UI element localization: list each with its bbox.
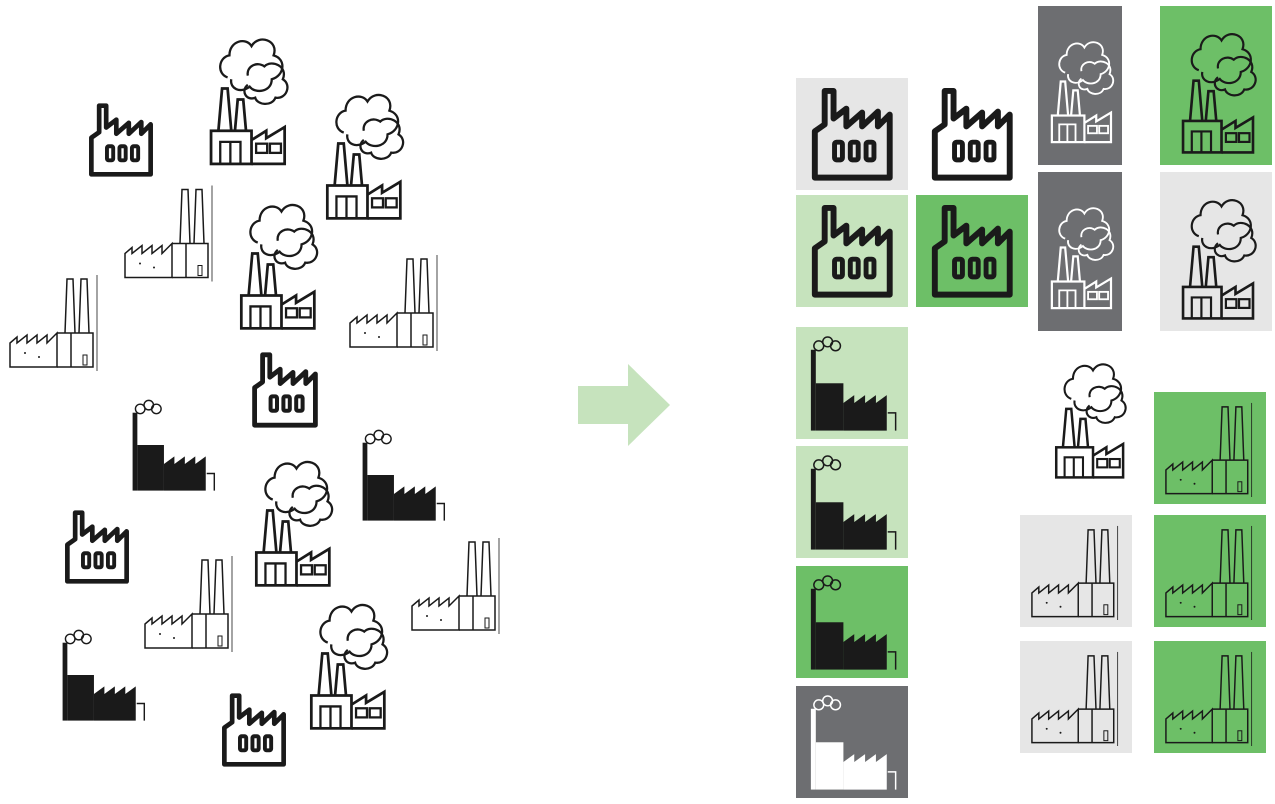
factory-tile xyxy=(796,327,908,439)
smoking-factory-icon xyxy=(1043,16,1117,156)
tall-chimney-factory-icon xyxy=(120,178,220,285)
smoking-factory-icon xyxy=(200,20,292,168)
tall-chimney-factory-icon xyxy=(140,548,240,656)
smoking-factory-icon xyxy=(1044,347,1132,481)
silhouette-factory-icon xyxy=(125,395,220,495)
factory-tile xyxy=(1038,338,1138,490)
smoking-factory-icon xyxy=(1167,182,1266,322)
tall-chimney-factory-icon xyxy=(1027,648,1126,747)
tall-chimney-factory-icon xyxy=(5,265,105,377)
sawtooth-factory-icon xyxy=(58,497,136,597)
factory-tile xyxy=(796,686,908,798)
factory-tile xyxy=(1154,515,1266,627)
silhouette-factory-icon xyxy=(803,693,902,792)
factory-tile xyxy=(1160,6,1272,165)
factory-tile xyxy=(1154,641,1266,753)
factory-tile xyxy=(796,446,908,558)
smoking-factory-icon xyxy=(1043,182,1117,322)
factory-tile xyxy=(916,195,1028,307)
smoking-factory-icon xyxy=(230,186,322,332)
sawtooth-factory-icon xyxy=(82,90,160,190)
sawtooth-factory-icon xyxy=(803,202,902,301)
silhouette-factory-icon xyxy=(803,453,902,552)
sawtooth-factory-icon xyxy=(923,202,1022,301)
factory-tile xyxy=(796,78,908,190)
tall-chimney-factory-icon xyxy=(1161,522,1260,621)
factory-tile xyxy=(1020,641,1132,753)
sawtooth-factory-icon xyxy=(215,680,293,780)
smoking-factory-icon xyxy=(300,586,392,732)
tall-chimney-factory-icon xyxy=(407,530,507,638)
smoking-factory-icon xyxy=(245,443,337,589)
factory-tile xyxy=(796,195,908,307)
silhouette-factory-icon xyxy=(803,334,902,433)
factory-tile xyxy=(1020,515,1132,627)
factory-tile xyxy=(916,78,1028,190)
tall-chimney-factory-icon xyxy=(1161,648,1260,747)
sawtooth-factory-icon xyxy=(245,340,325,440)
factory-tile xyxy=(796,566,908,678)
right-arrow-icon xyxy=(578,364,670,446)
sawtooth-factory-icon xyxy=(803,85,902,184)
silhouette-factory-icon xyxy=(355,425,450,525)
factory-tile xyxy=(1160,172,1272,331)
factory-tile xyxy=(1038,6,1122,165)
smoking-factory-icon xyxy=(1167,16,1266,156)
silhouette-factory-icon xyxy=(55,625,150,725)
sawtooth-factory-icon xyxy=(923,85,1022,184)
silhouette-factory-icon xyxy=(803,573,902,672)
smoking-factory-icon xyxy=(316,76,408,222)
factory-tile xyxy=(1154,392,1266,504)
factory-tile xyxy=(1038,172,1122,331)
tall-chimney-factory-icon xyxy=(345,245,445,357)
tall-chimney-factory-icon xyxy=(1027,522,1126,621)
tall-chimney-factory-icon xyxy=(1161,399,1260,498)
